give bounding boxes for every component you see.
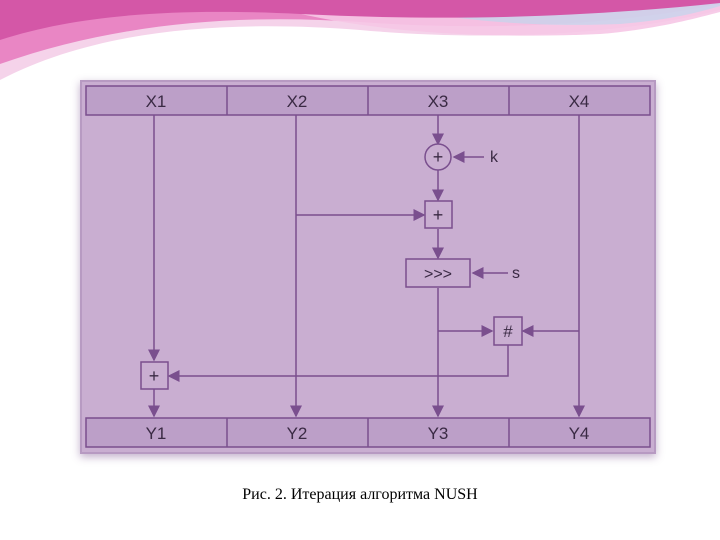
node-add-x2: + <box>424 200 453 229</box>
node-add-k: + <box>424 143 452 171</box>
hash-symbol: # <box>503 322 513 341</box>
input-x4: X4 <box>569 92 590 111</box>
arrow-hash-to-add-y1 <box>167 345 509 382</box>
output-y3: Y3 <box>428 424 449 443</box>
output-y2: Y2 <box>287 424 308 443</box>
output-header-row: Y1 Y2 Y3 Y4 <box>85 417 651 448</box>
output-y1: Y1 <box>146 424 167 443</box>
node-add-y1: + <box>140 361 169 390</box>
input-x3: X3 <box>428 92 449 111</box>
diagram-panel <box>80 80 656 454</box>
node-hash: # <box>493 316 523 346</box>
input-x1: X1 <box>146 92 167 111</box>
nush-iteration-diagram: X1 X2 X3 X4 Y1 Y2 Y3 Y4 + k <box>85 85 651 448</box>
label-k: k <box>490 149 499 166</box>
add-y1-symbol: + <box>149 366 160 386</box>
node-shift: >>> <box>405 258 471 288</box>
decorative-banner <box>0 0 720 80</box>
input-header-row: X1 X2 X3 X4 <box>85 85 651 116</box>
output-y4: Y4 <box>569 424 590 443</box>
input-x2: X2 <box>287 92 308 111</box>
figure-caption: Рис. 2. Итерация алгоритма NUSH <box>242 486 478 503</box>
add-k-symbol: + <box>433 147 444 167</box>
add-x2-symbol: + <box>433 205 444 225</box>
label-s: s <box>512 265 520 282</box>
shift-symbol: >>> <box>424 266 452 283</box>
